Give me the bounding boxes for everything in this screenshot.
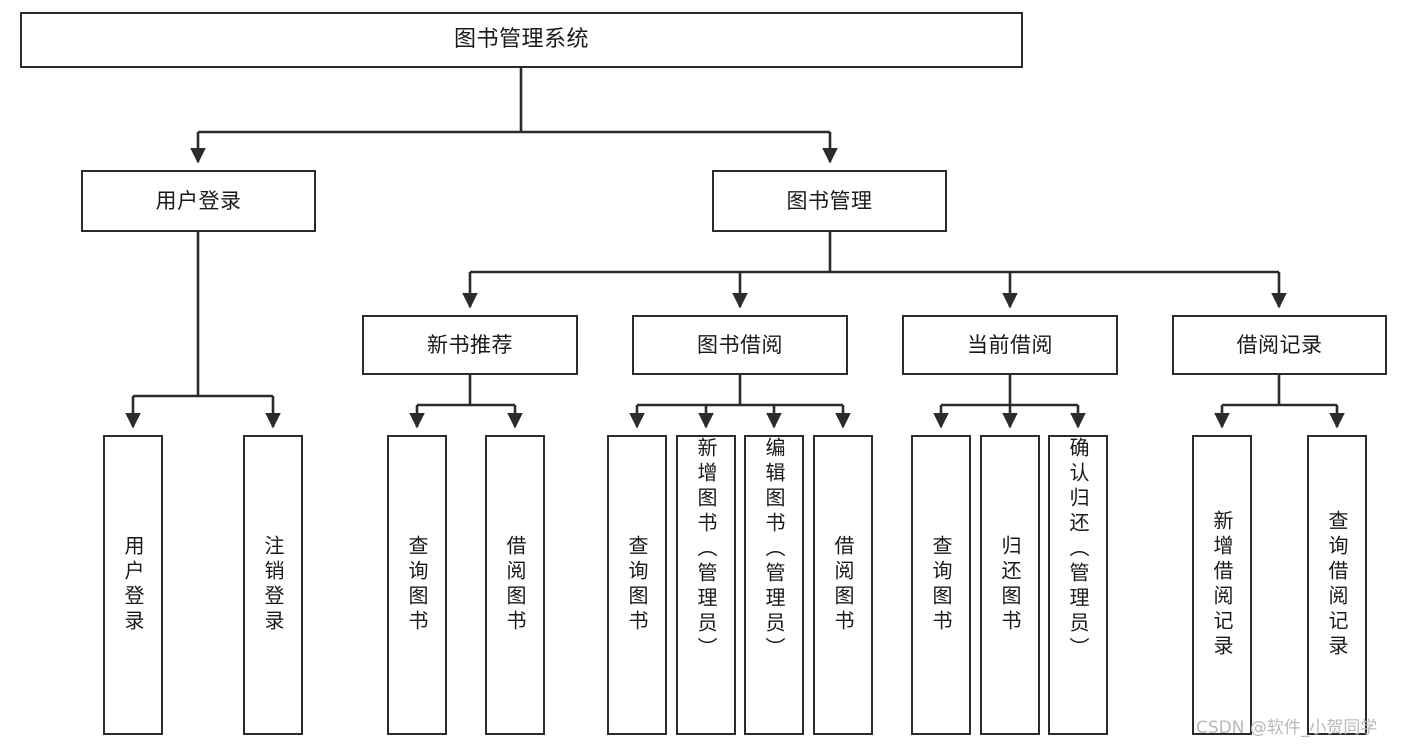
leaf-logout[interactable]: 注销登录 [243,435,303,735]
node-new-book-recommendation[interactable]: 新书推荐 [362,315,578,375]
node-label: 用户登录 [121,535,145,635]
node-label: 新增借阅记录 [1210,510,1234,660]
node-book-borrowing[interactable]: 图书借阅 [632,315,848,375]
leaf-add-book-admin[interactable]: 新增图书（管理员） [676,435,736,735]
node-label: 借阅图书 [503,535,527,635]
csdn-watermark: CSDN @软件_小贺同学 [1196,718,1378,738]
node-label: 查询借阅记录 [1325,510,1349,660]
node-label: 归还图书 [998,535,1022,635]
node-label: 新书推荐 [427,332,513,357]
node-root-library-management-system[interactable]: 图书管理系统 [20,12,1023,68]
leaf-add-borrow-record[interactable]: 新增借阅记录 [1192,435,1252,735]
leaf-borrow-book-recommend[interactable]: 借阅图书 [485,435,545,735]
node-label: 借阅图书 [831,535,855,635]
node-label: 当前借阅 [967,332,1053,357]
node-borrowing-record[interactable]: 借阅记录 [1172,315,1387,375]
leaf-edit-book-admin[interactable]: 编辑图书（管理员） [744,435,804,735]
node-label: 注销登录 [261,535,285,635]
leaf-query-book-recommend[interactable]: 查询图书 [387,435,447,735]
node-user-login[interactable]: 用户登录 [81,170,316,232]
node-label: 查询图书 [405,535,429,635]
leaf-return-book[interactable]: 归还图书 [980,435,1040,735]
node-label: 新增图书（管理员） [694,437,718,662]
node-book-management[interactable]: 图书管理 [712,170,947,232]
node-label: 图书管理 [786,188,873,213]
node-label: 图书管理系统 [453,27,589,53]
node-label: 用户登录 [155,188,242,213]
leaf-query-borrow-record[interactable]: 查询借阅记录 [1307,435,1367,735]
node-label: 查询图书 [929,535,953,635]
node-label: 编辑图书（管理员） [762,437,786,662]
leaf-query-book-current[interactable]: 查询图书 [911,435,971,735]
node-label: 图书借阅 [697,332,783,357]
node-label: 查询图书 [625,535,649,635]
node-label: 借阅记录 [1236,332,1323,357]
node-label: 确认归还（管理员） [1066,437,1090,662]
leaf-user-login[interactable]: 用户登录 [103,435,163,735]
node-current-borrowing[interactable]: 当前借阅 [902,315,1118,375]
leaf-query-book-borrow[interactable]: 查询图书 [607,435,667,735]
leaf-borrow-book[interactable]: 借阅图书 [813,435,873,735]
leaf-confirm-return-admin[interactable]: 确认归还（管理员） [1048,435,1108,735]
